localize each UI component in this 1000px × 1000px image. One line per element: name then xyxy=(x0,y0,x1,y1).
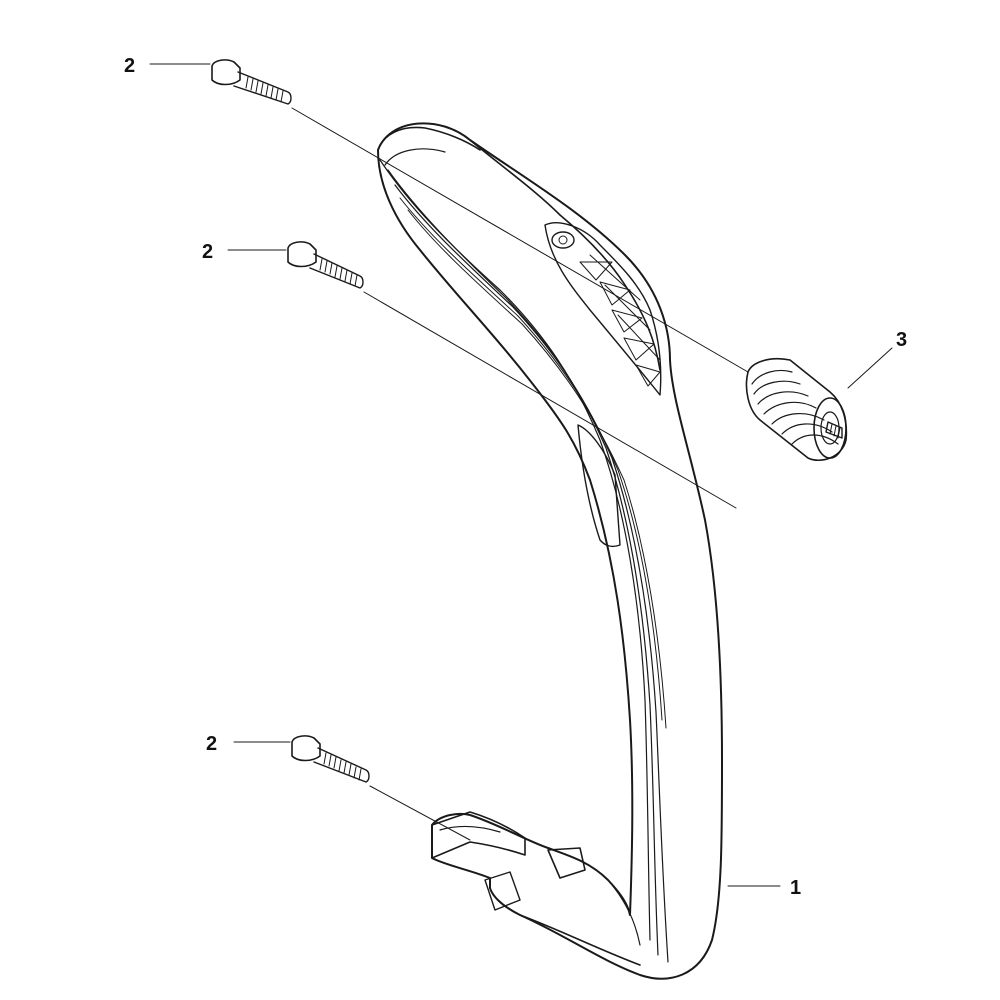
screw-icon xyxy=(287,241,364,289)
screw-icon xyxy=(211,59,292,105)
vibration-damper-icon xyxy=(745,357,848,462)
assembly-lines xyxy=(291,107,749,841)
callout-leaders xyxy=(149,63,893,887)
callout-label-damper: 3 xyxy=(896,329,907,351)
callout-label-screw-top: 2 xyxy=(124,55,135,77)
callout-label-screw-bottom: 2 xyxy=(206,733,217,755)
callout-label-screw-middle: 2 xyxy=(202,241,213,263)
callout-label-handle: 1 xyxy=(790,877,801,899)
front-handle-icon xyxy=(377,122,723,980)
screw-icon xyxy=(291,735,370,783)
